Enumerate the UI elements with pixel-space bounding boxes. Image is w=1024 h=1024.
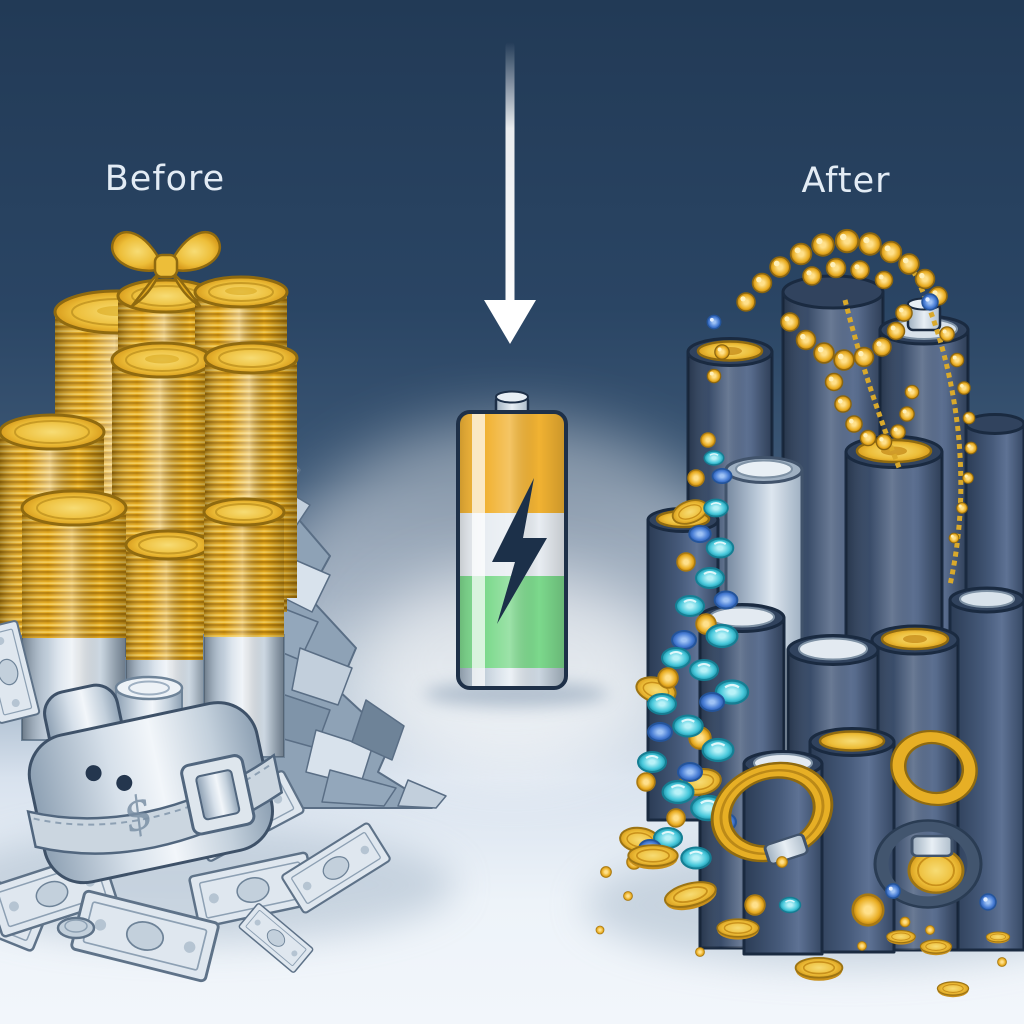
ring-clasp [763, 833, 809, 866]
before-pile: $ [0, 231, 455, 984]
silver-coin [56, 916, 96, 940]
after-pile [585, 228, 1024, 998]
pouch-belt [26, 753, 284, 855]
pouch-rivet [116, 774, 133, 791]
gold-rings [710, 729, 983, 909]
ring-clasp [910, 834, 954, 858]
pouch-rivet [85, 765, 102, 782]
lightning-bolt-icon [492, 478, 547, 624]
dark-ring-with-coin [873, 819, 983, 909]
money-pouch: $ [26, 683, 284, 885]
before-label: Before [105, 159, 225, 199]
necklace-chain [842, 299, 903, 471]
down-arrow-icon [484, 42, 536, 344]
center-battery-illustration [424, 390, 608, 707]
silver-coin-rim [64, 919, 88, 933]
gift-bow-icon [110, 231, 222, 308]
gold-necklaces [706, 228, 978, 586]
after-label: After [801, 161, 890, 201]
